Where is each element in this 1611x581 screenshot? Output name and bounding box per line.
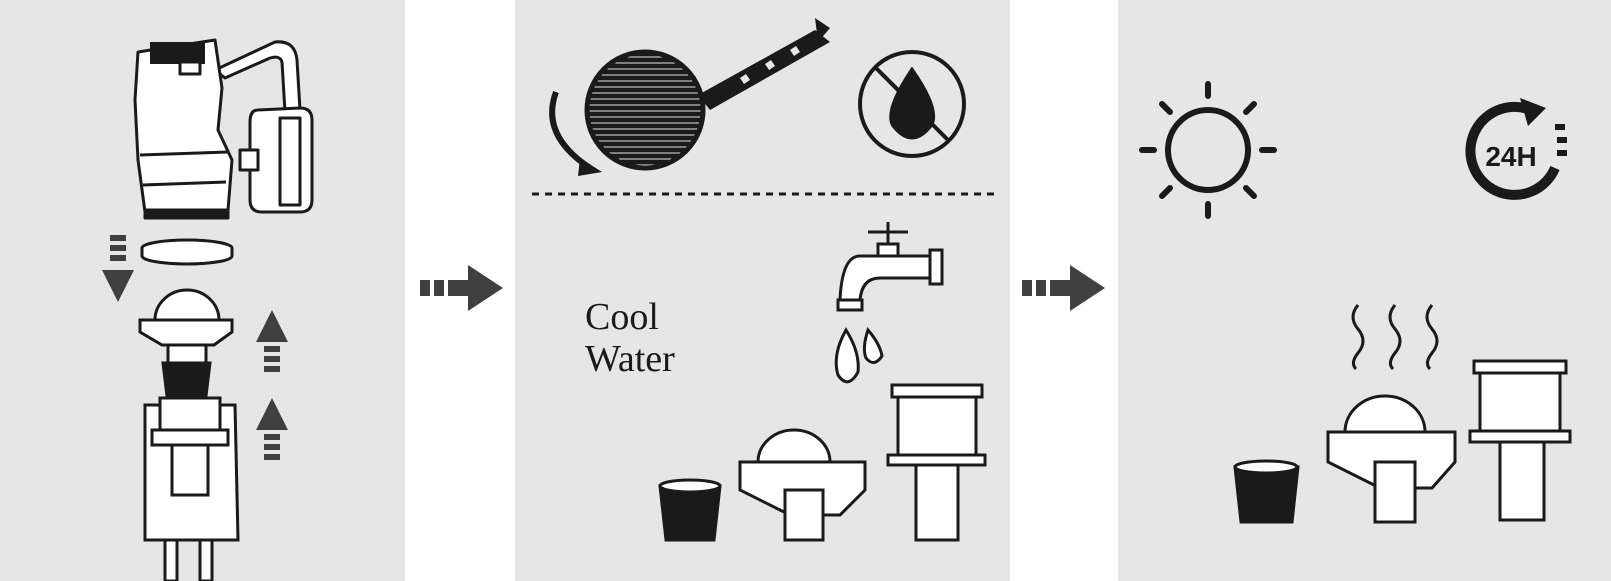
up-arrow-icon — [256, 310, 288, 460]
filter-parts-icon — [1233, 359, 1572, 524]
filter-ring-icon — [140, 238, 234, 266]
cool-label-line1: Cool — [585, 296, 659, 338]
heat-waves-icon — [1351, 304, 1439, 371]
next-step-arrow-icon — [420, 265, 503, 311]
timer-label: 24H — [1485, 141, 1536, 172]
filter-housing-icon — [143, 396, 240, 581]
24-hour-icon: 24H — [1465, 98, 1567, 200]
down-arrow-icon — [102, 235, 134, 302]
filter-cup-icon — [138, 288, 234, 398]
faucet-icon — [834, 222, 944, 384]
vacuum-unit-icon — [133, 38, 314, 220]
filter-tap-icon — [549, 18, 830, 176]
no-water-icon — [858, 50, 966, 158]
cool-water-label: Cool Water — [585, 296, 675, 380]
filter-parts-icon — [658, 383, 987, 542]
next-step-arrow-icon — [1022, 265, 1105, 311]
sun-icon — [1139, 81, 1277, 219]
cool-label-line2: Water — [585, 338, 675, 380]
